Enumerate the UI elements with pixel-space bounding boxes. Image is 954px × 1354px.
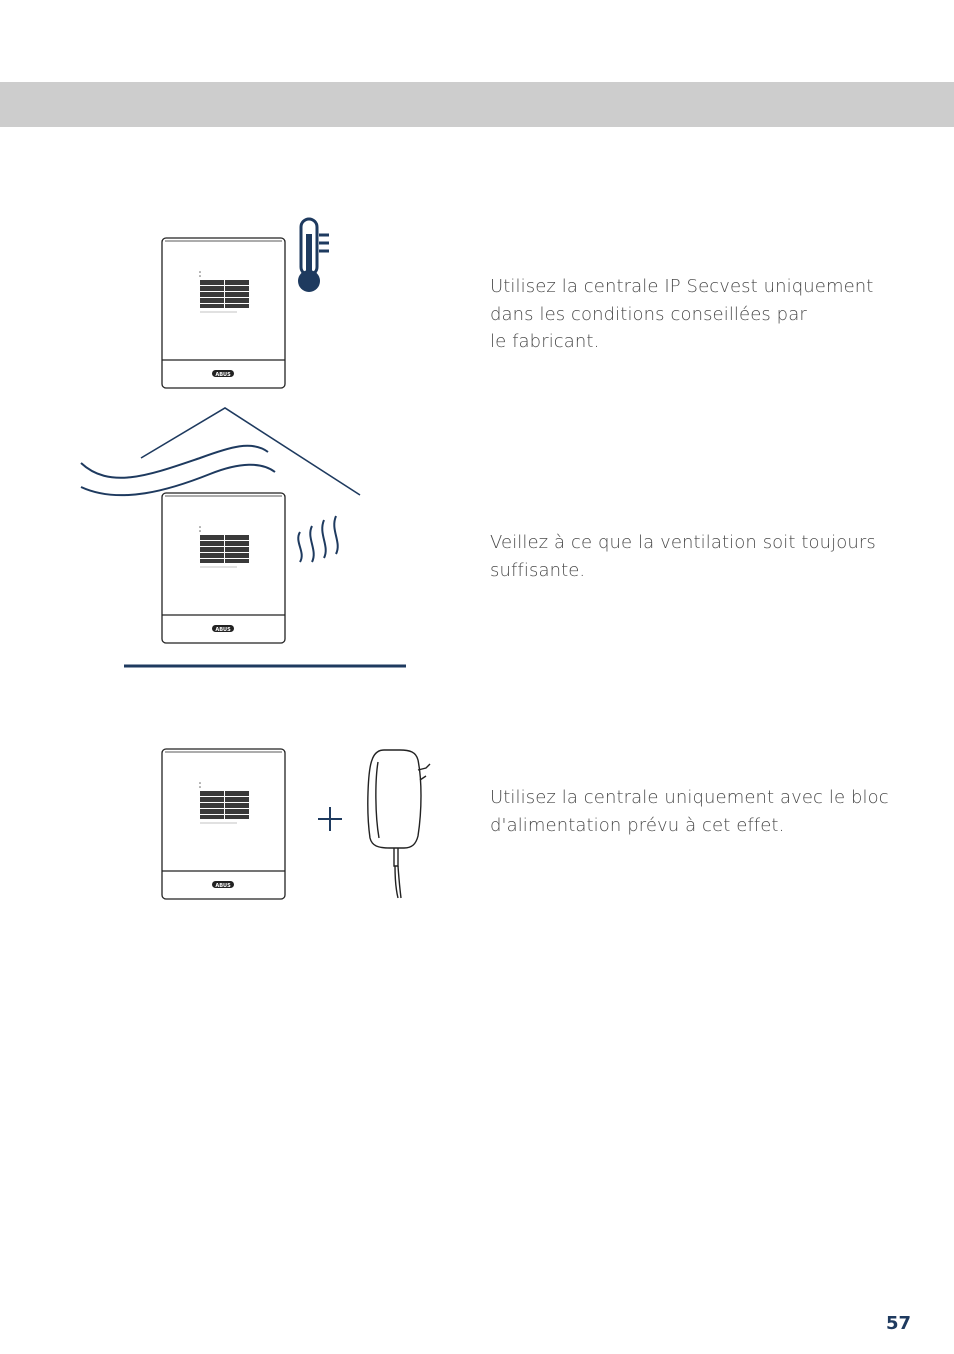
instruction-text-operating-conditions: Utilisez la centrale IP Secvest uniqueme… (490, 276, 874, 352)
device-3 (161, 748, 286, 900)
instruction-text-ventilation: Veillez à ce que la ventilation soit tou… (490, 532, 876, 581)
instruction-text-power-adapter: Utilisez la centrale uniquement avec le … (490, 787, 889, 836)
ventilation-icon (80, 407, 406, 668)
page-number: 57 (885, 1313, 911, 1334)
plus-icon (318, 807, 342, 831)
device-2 (161, 492, 286, 644)
thermometer-icon (298, 217, 329, 292)
device-1 (161, 237, 286, 389)
power-adapter-icon (367, 749, 431, 899)
header-band (0, 82, 954, 127)
